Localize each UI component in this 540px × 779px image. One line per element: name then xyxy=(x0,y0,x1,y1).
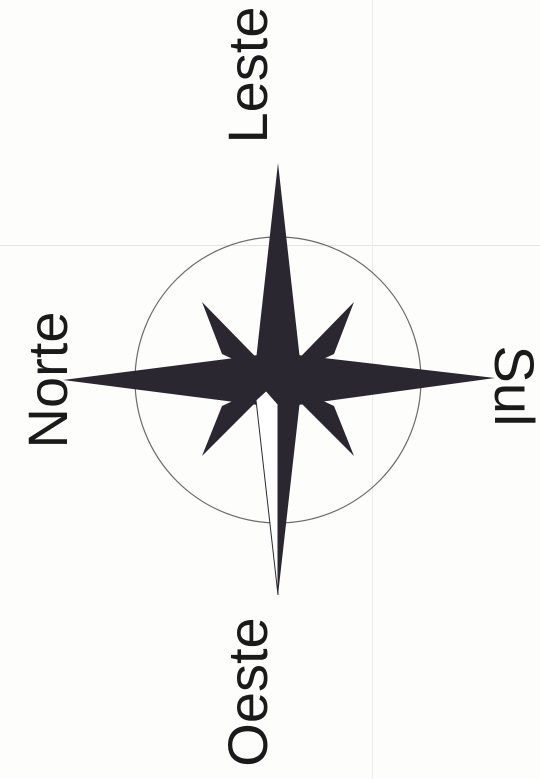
label-north: Norte xyxy=(20,312,76,449)
compass-point-west-light xyxy=(256,380,278,595)
compass-point-north xyxy=(63,355,278,405)
compass-point-south xyxy=(278,355,495,405)
label-south: Sul xyxy=(486,346,540,427)
label-east: Leste xyxy=(220,7,276,144)
label-west: Oeste xyxy=(220,617,276,766)
compass-point-east xyxy=(256,163,300,380)
compass-point-west-dark xyxy=(278,380,300,595)
